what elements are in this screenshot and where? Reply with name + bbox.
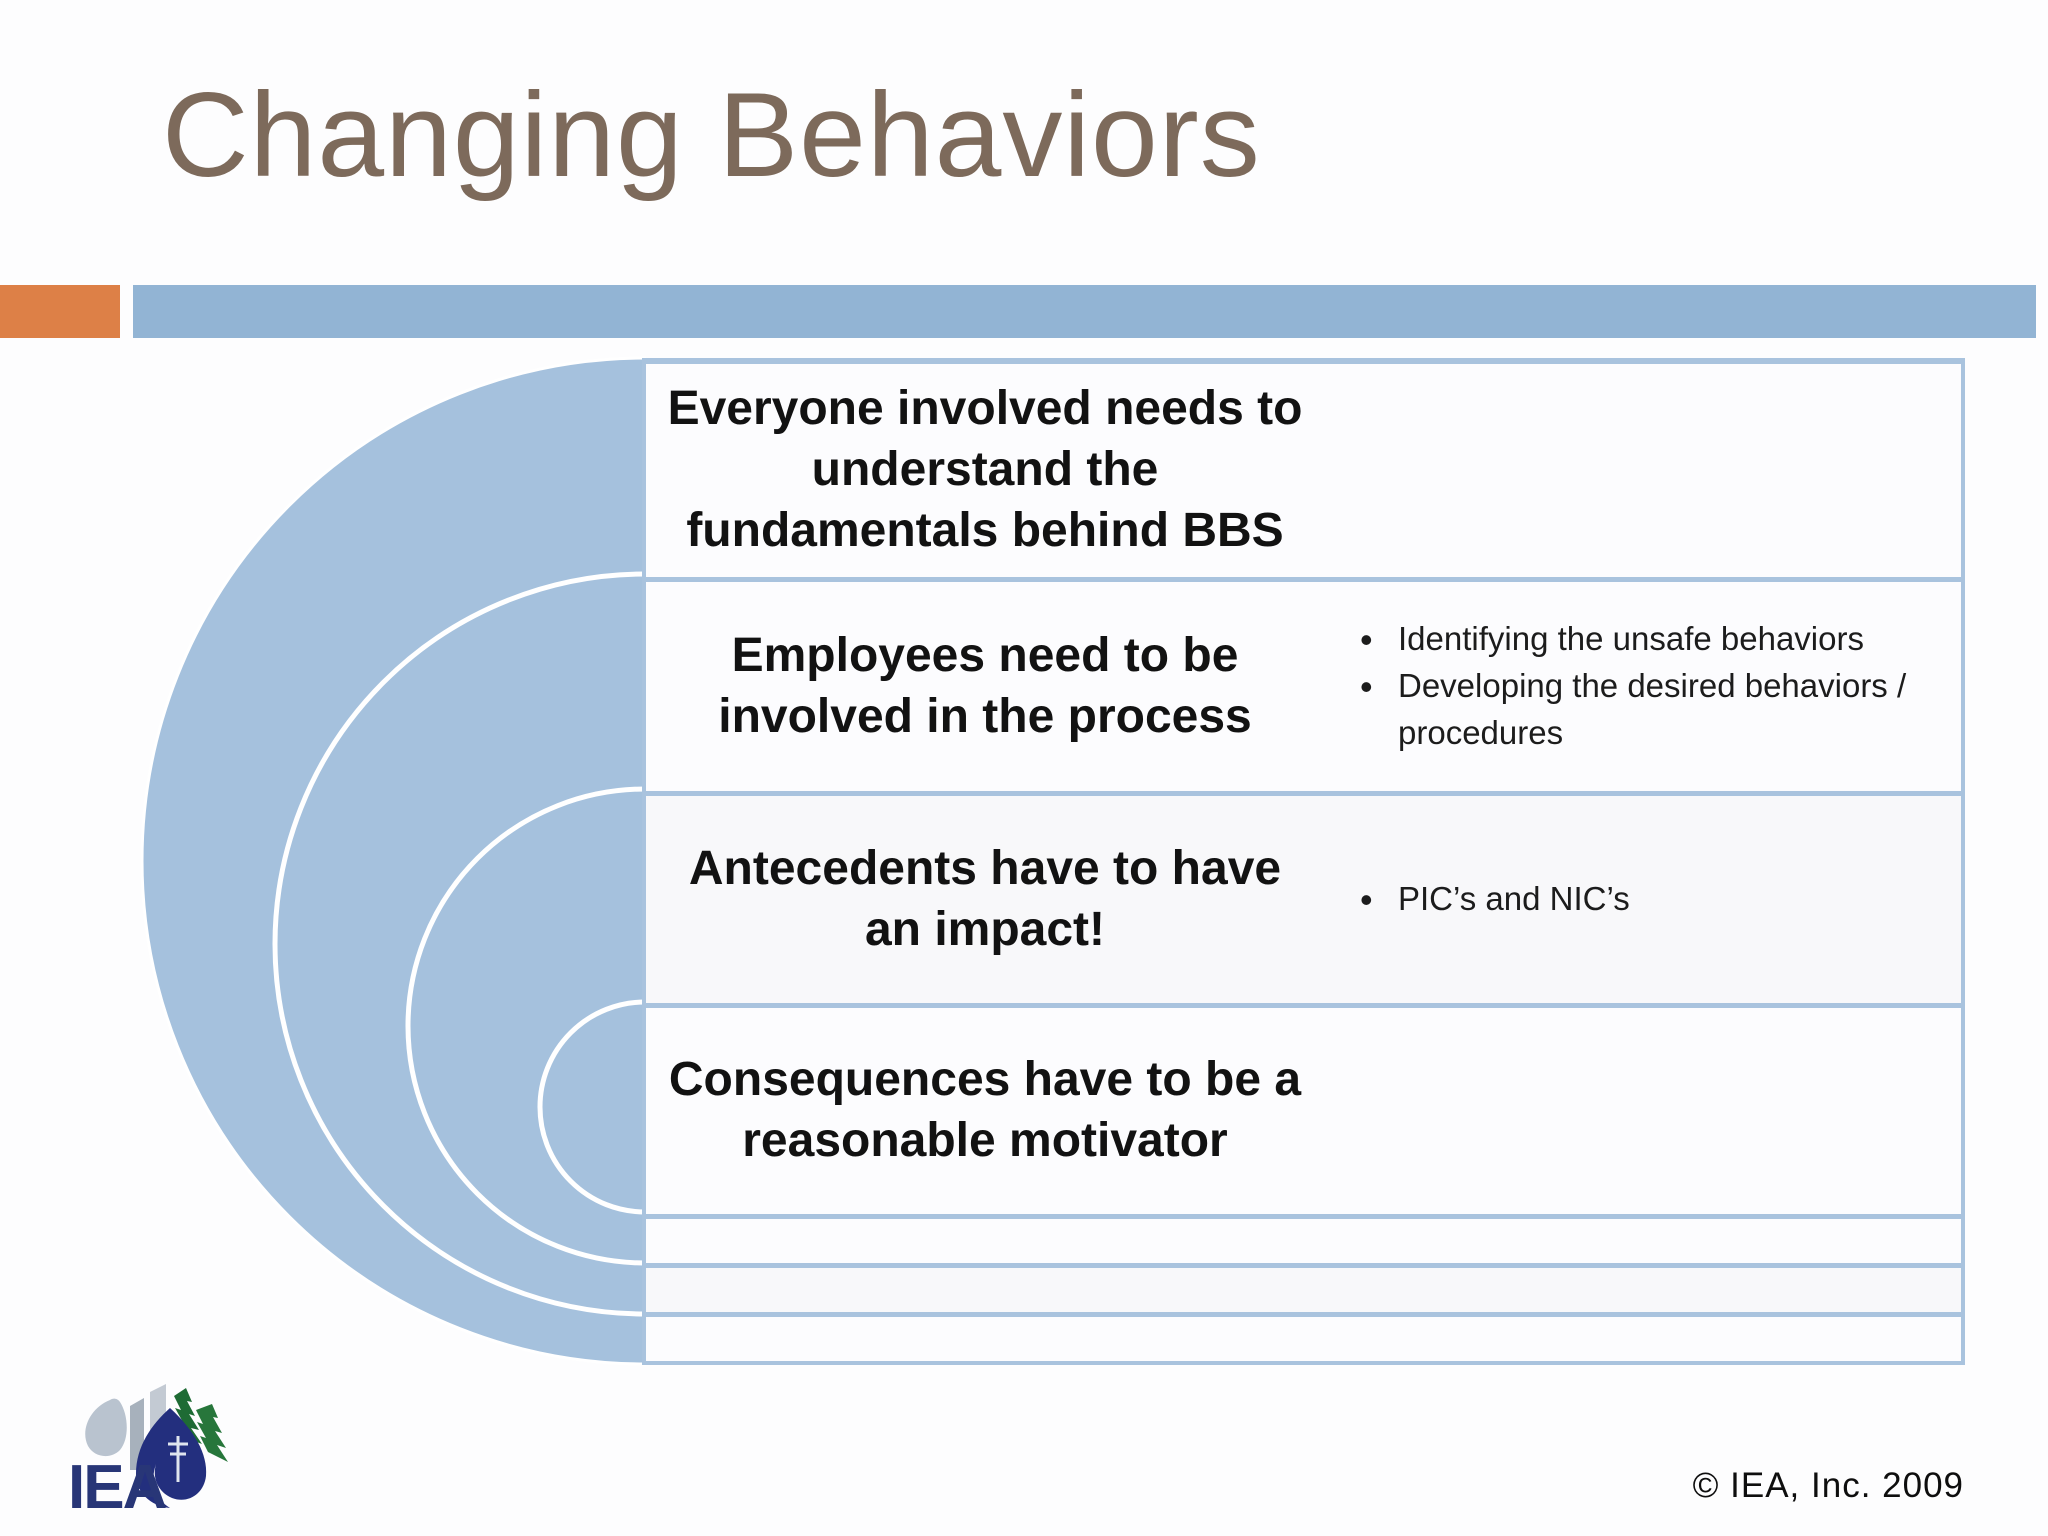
table-row-consequences: Consequences have to be a reasonable mot…	[646, 1008, 1961, 1214]
empty-row	[646, 1219, 1961, 1263]
concentric-circles-graphic	[140, 356, 646, 1366]
bullet-list: Identifying the unsafe behaviors Develop…	[1354, 614, 1937, 757]
empty-row	[646, 1268, 1961, 1312]
behavior-steps-table: Everyone involved needs to understand th…	[642, 358, 1965, 1365]
page-title: Changing Behaviors	[162, 68, 1261, 202]
row-label: Antecedents have to have an impact!	[688, 841, 1282, 956]
row-label: Consequences have to be a reasonable mot…	[668, 1053, 1302, 1167]
bullet-item: PIC’s and NIC’s	[1354, 874, 1937, 925]
row-detail-cell: PIC’s and NIC’s	[1324, 796, 1961, 1003]
logo-pole-icon	[168, 1436, 188, 1482]
iea-logo: IEA	[68, 1384, 228, 1522]
row-detail-cell: Identifying the unsafe behaviors Develop…	[1324, 582, 1961, 791]
empty-row	[646, 1317, 1961, 1361]
logo-tree-icon	[196, 1404, 228, 1462]
copyright-text: © IEA, Inc. 2009	[1692, 1466, 1964, 1505]
row-detail-cell	[1324, 364, 1961, 577]
bullet-item: Identifying the unsafe behaviors	[1354, 614, 1937, 665]
table-row-employees: Employees need to be involved in the pro…	[646, 582, 1961, 791]
row-label: Employees need to be involved in the pro…	[718, 628, 1252, 743]
logo-swoosh-shape	[136, 1408, 207, 1508]
orange-accent-bar	[0, 285, 120, 338]
logo-leaf-shape	[85, 1398, 127, 1457]
row-label: Everyone involved needs to understand th…	[667, 382, 1303, 557]
logo-tree-icon	[174, 1388, 202, 1444]
logo-text: IEA	[68, 1453, 167, 1522]
row-detail-cell	[1324, 1008, 1961, 1214]
table-row-fundamentals: Everyone involved needs to understand th…	[646, 364, 1961, 577]
bullet-item: Developing the desired behaviors / proce…	[1354, 661, 1937, 757]
bullet-list: PIC’s and NIC’s	[1354, 874, 1937, 925]
table-row-antecedents: Antecedents have to have an impact! PIC’…	[646, 796, 1961, 1003]
blue-accent-bar	[133, 285, 2036, 338]
